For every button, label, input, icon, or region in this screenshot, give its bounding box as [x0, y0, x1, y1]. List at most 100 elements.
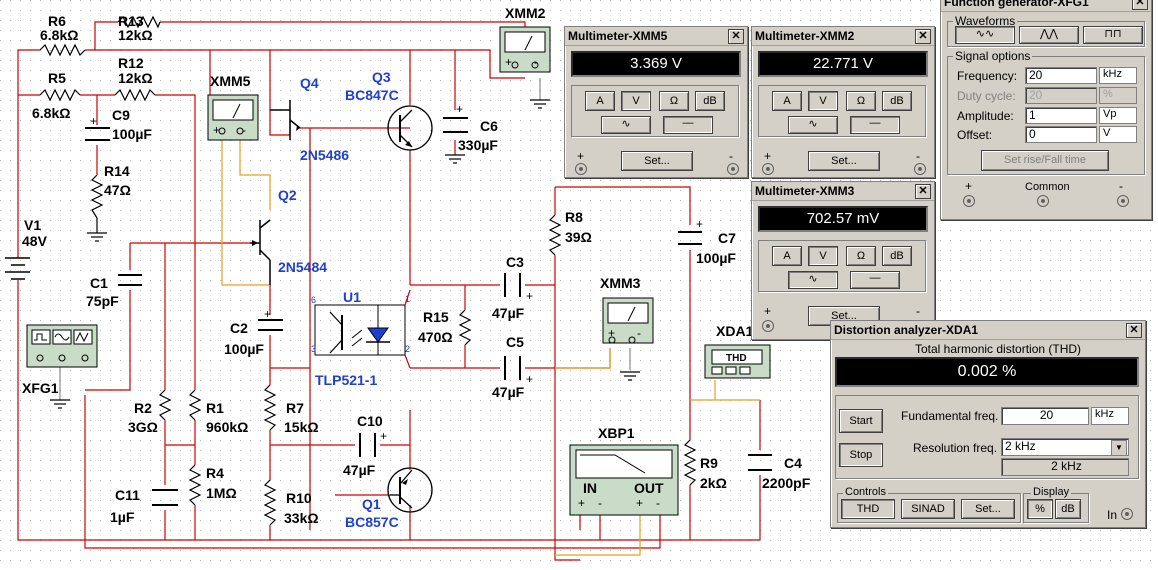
- thd-button[interactable]: THD: [841, 499, 895, 519]
- function-generator-titlebar[interactable]: Function generator-XFG1 ✕: [941, 0, 1151, 12]
- label-c10-ref: C10: [357, 413, 383, 429]
- multimeter-reading: 22.771 V: [758, 51, 928, 77]
- instrument-xmm2[interactable]: +-: [499, 26, 551, 73]
- instrument-xda1[interactable]: THD: [704, 344, 771, 379]
- db-button[interactable]: dB: [882, 246, 912, 266]
- ac-button[interactable]: ∿: [601, 116, 651, 134]
- instrument-xfg1[interactable]: [26, 324, 98, 368]
- voltmeter-button[interactable]: V: [621, 91, 651, 111]
- offset-unit[interactable]: V: [1099, 126, 1137, 143]
- label-r15-value: 470Ω: [418, 329, 453, 345]
- db-button[interactable]: dB: [882, 91, 912, 111]
- minus-terminal[interactable]: [1117, 195, 1129, 207]
- label-u1-model: TLP521-1: [315, 372, 377, 388]
- label-c5-ref: C5: [506, 334, 524, 350]
- resolution-freq-select[interactable]: 2 kHz ▼: [1001, 438, 1129, 456]
- label-r7-ref: R7: [286, 400, 304, 416]
- fundamental-freq-label: Fundamental freq.: [901, 409, 999, 423]
- start-button[interactable]: Start: [839, 409, 883, 433]
- svg-text:1: 1: [405, 294, 410, 304]
- db-button[interactable]: dB: [1055, 499, 1081, 519]
- ac-button[interactable]: ∿: [788, 271, 838, 289]
- label-c4-value: 2200pF: [762, 475, 811, 491]
- multimeter-titlebar[interactable]: Multimeter-XMM2 ✕: [752, 27, 934, 46]
- plus-terminal[interactable]: [762, 320, 774, 332]
- amplitude-unit[interactable]: Vp: [1099, 107, 1137, 124]
- chevron-down-icon[interactable]: ▼: [1111, 440, 1127, 456]
- distortion-analyzer-titlebar[interactable]: Distortion analyzer-XDA1 ✕: [831, 321, 1145, 340]
- svg-text:2: 2: [405, 344, 410, 354]
- plus-terminal[interactable]: [575, 163, 587, 175]
- dc-button[interactable]: —: [850, 116, 900, 134]
- plus-terminal-label: +: [577, 149, 585, 163]
- xbp1-in-label: IN: [583, 480, 597, 496]
- percent-button[interactable]: %: [1027, 499, 1053, 519]
- square-wave-button[interactable]: ⊓⊓: [1083, 26, 1143, 44]
- frequency-input[interactable]: 20: [1025, 67, 1097, 84]
- amplitude-input[interactable]: 1: [1025, 107, 1097, 124]
- minus-terminal-label: -: [1119, 179, 1123, 193]
- multimeter-window-xmm2[interactable]: Multimeter-XMM2 ✕ 22.771 V A V Ω dB ∿ — …: [751, 26, 935, 178]
- multimeter-reading: 702.57 mV: [758, 206, 928, 232]
- label-v1-value: 48V: [22, 233, 48, 249]
- function-generator-window[interactable]: Function generator-XFG1 ✕ Waveforms ∿∿ ⋀…: [940, 0, 1152, 220]
- frequency-unit[interactable]: kHz: [1099, 67, 1137, 84]
- resistor-r14: [90, 174, 104, 219]
- waveforms-label: Waveforms: [953, 14, 1018, 28]
- close-button[interactable]: ✕: [915, 183, 931, 199]
- dc-button[interactable]: —: [663, 116, 713, 134]
- triangle-wave-button[interactable]: ⋀⋀: [1019, 26, 1079, 44]
- instrument-xmm3[interactable]: +-: [602, 297, 654, 344]
- voltmeter-button[interactable]: V: [808, 246, 838, 266]
- sine-wave-button[interactable]: ∿∿: [955, 26, 1015, 44]
- resistor-r9: [683, 439, 697, 486]
- instrument-xbp1[interactable]: IN OUT +- +-: [569, 444, 679, 516]
- close-button[interactable]: ✕: [915, 28, 931, 44]
- sine-wave-icon: ∿∿: [975, 28, 995, 40]
- sinad-button[interactable]: SINAD: [901, 499, 955, 519]
- ammeter-button[interactable]: A: [585, 91, 615, 111]
- offset-input[interactable]: 0: [1025, 126, 1097, 143]
- ammeter-button[interactable]: A: [772, 246, 802, 266]
- svg-text:+: +: [456, 102, 463, 116]
- close-button[interactable]: ✕: [1126, 322, 1142, 338]
- ac-button[interactable]: ∿: [788, 116, 838, 134]
- ohmmeter-button[interactable]: Ω: [846, 246, 876, 266]
- duty-cycle-input[interactable]: 20: [1025, 87, 1097, 104]
- plus-terminal[interactable]: [762, 163, 774, 175]
- multimeter-titlebar[interactable]: Multimeter-XMM5 ✕: [565, 27, 747, 46]
- distortion-analyzer-window[interactable]: Distortion analyzer-XDA1 ✕ Total harmoni…: [830, 320, 1146, 528]
- set-rise-fall-button[interactable]: Set rise/Fall time: [981, 150, 1109, 171]
- voltmeter-button[interactable]: V: [808, 91, 838, 111]
- minus-terminal[interactable]: [914, 163, 926, 175]
- multimeter-window-xmm5[interactable]: Multimeter-XMM5 ✕ 3.369 V A V Ω dB ∿ — S…: [564, 26, 748, 178]
- fundamental-freq-unit[interactable]: kHz: [1091, 407, 1129, 425]
- label-u1-ref: U1: [343, 289, 361, 305]
- ohmmeter-button[interactable]: Ω: [846, 91, 876, 111]
- common-terminal[interactable]: [1037, 195, 1049, 207]
- label-r12-value: 12kΩ: [118, 70, 153, 86]
- ground-symbols: [50, 99, 640, 409]
- ohmmeter-button[interactable]: Ω: [659, 91, 689, 111]
- instrument-xmm5[interactable]: +-: [207, 94, 259, 141]
- db-button[interactable]: dB: [695, 91, 725, 111]
- label-r4-value: 1MΩ: [206, 485, 237, 501]
- ac-wave-icon: ∿: [808, 118, 818, 130]
- set-button[interactable]: Set...: [808, 151, 880, 171]
- duty-cycle-unit[interactable]: %: [1099, 87, 1137, 104]
- minus-terminal[interactable]: [727, 163, 739, 175]
- plus-terminal[interactable]: [963, 195, 975, 207]
- ammeter-button[interactable]: A: [772, 91, 802, 111]
- multimeter-titlebar[interactable]: Multimeter-XMM3 ✕: [752, 182, 934, 201]
- set-button[interactable]: Set...: [961, 499, 1015, 519]
- fundamental-freq-input[interactable]: 20: [1001, 407, 1089, 425]
- set-button[interactable]: Set...: [621, 151, 693, 171]
- svg-text:-: -: [637, 326, 641, 340]
- stop-button[interactable]: Stop: [839, 443, 883, 467]
- dc-button[interactable]: —: [850, 271, 900, 289]
- window-title: Multimeter-XMM2: [755, 29, 855, 43]
- close-button[interactable]: ✕: [728, 28, 744, 44]
- multimeter-window-xmm3[interactable]: Multimeter-XMM3 ✕ 702.57 mV A V Ω dB ∿ —…: [751, 181, 935, 340]
- input-terminal[interactable]: [1121, 508, 1133, 520]
- close-button[interactable]: ✕: [1132, 0, 1148, 10]
